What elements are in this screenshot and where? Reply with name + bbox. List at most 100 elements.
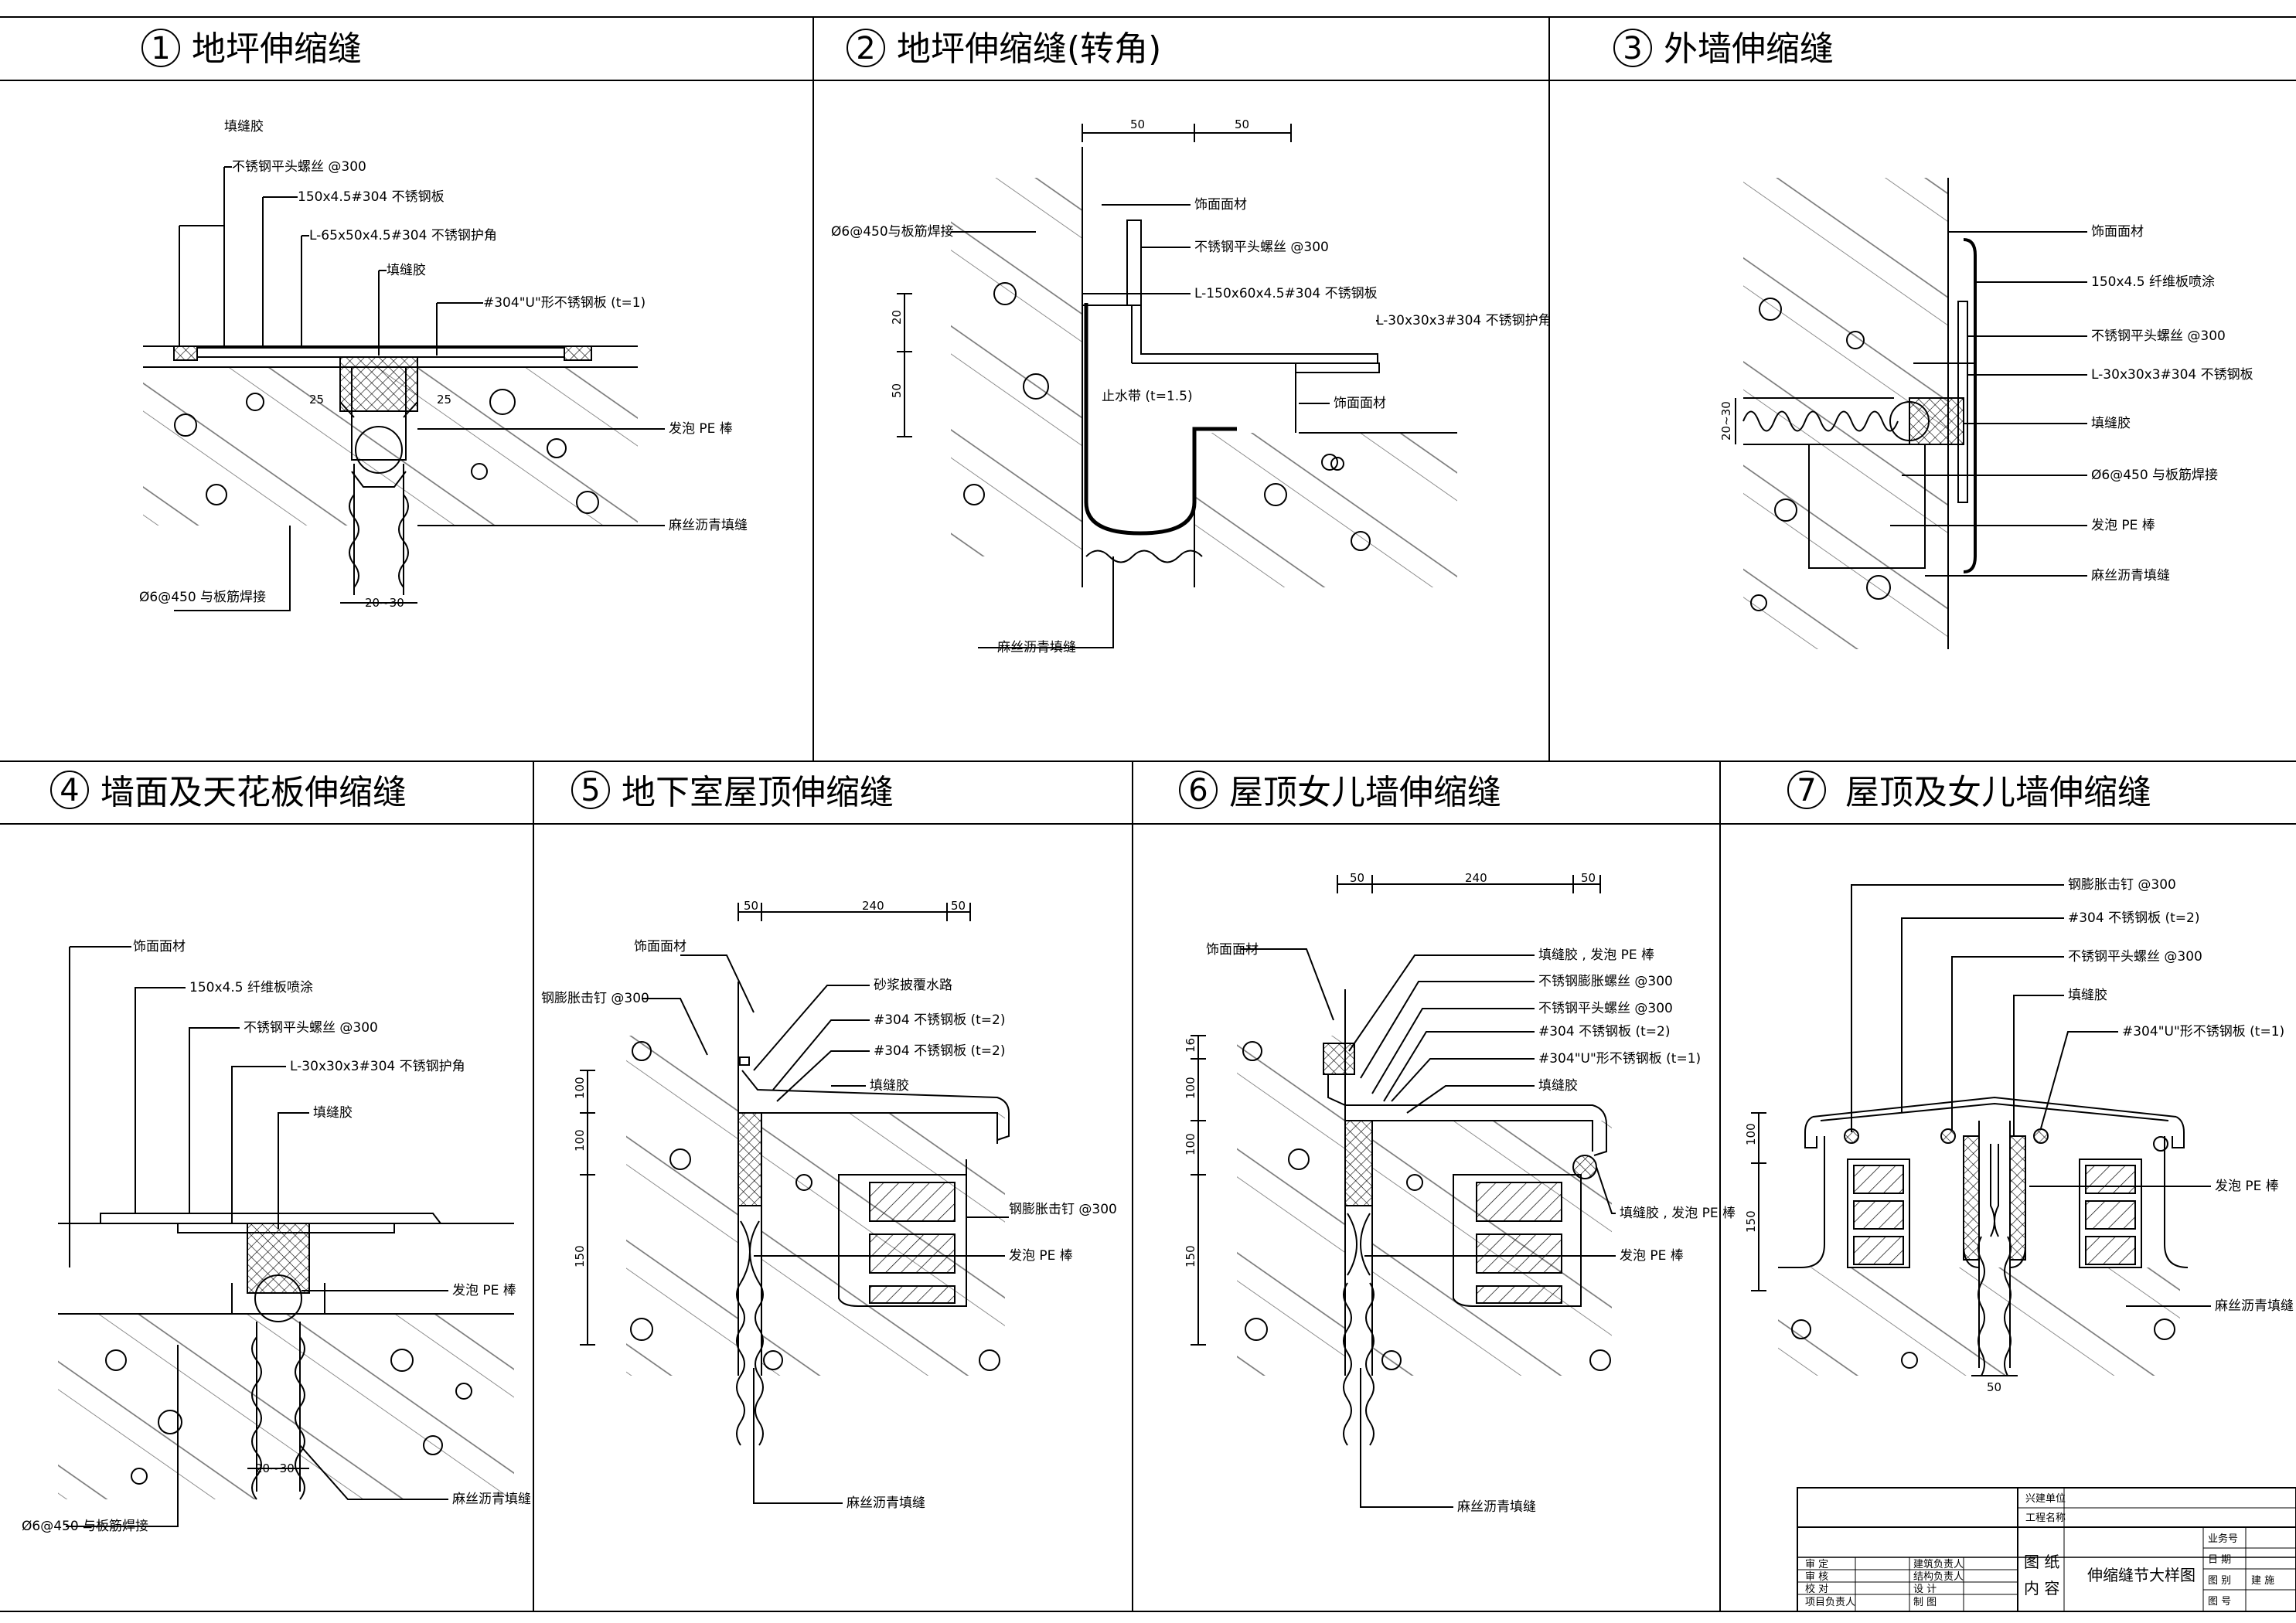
- svg-text:240: 240: [1465, 871, 1487, 885]
- detail-4-drawing: [58, 946, 514, 1527]
- svg-text:#304 不锈钢板 (t=2): #304 不锈钢板 (t=2): [874, 1043, 1006, 1059]
- svg-text:设 计: 设 计: [1913, 1584, 1937, 1595]
- svg-text:Ø6@450 与板筋焊接: Ø6@450 与板筋焊接: [139, 590, 266, 605]
- svg-text:50: 50: [1987, 1380, 2001, 1394]
- svg-text:1: 1: [151, 31, 170, 66]
- svg-text:填缝胶: 填缝胶: [870, 1078, 909, 1094]
- detail-3-drawing: [1735, 178, 2087, 649]
- svg-text:发泡 PE 棒: 发泡 PE 棒: [2091, 518, 2155, 533]
- svg-text:项目负责人: 项目负责人: [1805, 1597, 1855, 1608]
- svg-text:图 号: 图 号: [2208, 1596, 2231, 1608]
- svg-text:工程名称: 工程名称: [2025, 1512, 2066, 1524]
- svg-text:结构负责人: 结构负责人: [1913, 1571, 1964, 1583]
- svg-text:麻丝沥青填缝: 麻丝沥青填缝: [1457, 1499, 1536, 1515]
- svg-text:砂浆披覆水路: 砂浆披覆水路: [874, 978, 952, 993]
- panel-2-title: 2 地坪伸缩缝(转角): [847, 29, 1161, 69]
- svg-text:屋顶及女儿墙伸缩缝: 屋顶及女儿墙伸缩缝: [1845, 773, 2151, 812]
- panel-3-title: 3 外墙伸缩缝: [1613, 29, 1834, 69]
- svg-text:不锈钢平头螺丝 @300: 不锈钢平头螺丝 @300: [1194, 240, 1329, 255]
- panel-7-title: 7 屋顶及女儿墙伸缩缝: [1787, 771, 2151, 812]
- svg-text:麻丝沥青填缝: 麻丝沥青填缝: [2215, 1298, 2294, 1314]
- svg-text:外墙伸缩缝: 外墙伸缩缝: [1664, 29, 1834, 69]
- svg-text:20~30: 20~30: [1719, 401, 1733, 441]
- svg-text:50: 50: [951, 899, 966, 913]
- detail-1-drawing: [143, 166, 665, 611]
- svg-text:发泡 PE 棒: 发泡 PE 棒: [1009, 1248, 1073, 1264]
- svg-text:不锈钢平头螺丝 @300: 不锈钢平头螺丝 @300: [2091, 328, 2226, 344]
- svg-text:20~30: 20~30: [365, 596, 404, 610]
- svg-text:发泡 PE 棒: 发泡 PE 棒: [1620, 1248, 1684, 1264]
- detail-1-labels: 填缝胶 不锈钢平头螺丝 @300 150x4.5#304 不锈钢板 L-65x5…: [139, 119, 748, 610]
- svg-text:校 对: 校 对: [1805, 1583, 1828, 1595]
- svg-text:内 容: 内 容: [2024, 1579, 2059, 1597]
- svg-text:图 别: 图 别: [2208, 1575, 2231, 1587]
- svg-text:#304"U"形不锈钢板 (t=1): #304"U"形不锈钢板 (t=1): [483, 295, 646, 311]
- svg-text:20~30: 20~30: [255, 1461, 295, 1475]
- svg-text:6: 6: [1188, 773, 1208, 808]
- svg-text:麻丝沥青填缝: 麻丝沥青填缝: [669, 518, 748, 533]
- svg-text:50: 50: [890, 383, 904, 398]
- svg-text:填缝胶: 填缝胶: [2091, 416, 2131, 431]
- svg-text:地下室屋顶伸缩缝: 地下室屋顶伸缩缝: [622, 773, 894, 812]
- svg-text:#304 不锈钢板 (t=2): #304 不锈钢板 (t=2): [874, 1012, 1006, 1028]
- svg-text:150x4.5#304 不锈钢板: 150x4.5#304 不锈钢板: [298, 189, 445, 205]
- detail-4-labels: 饰面面材 150x4.5 纤维板喷涂 不锈钢平头螺丝 @300 L-30x30x…: [22, 939, 531, 1534]
- svg-text:发泡 PE 棒: 发泡 PE 棒: [669, 421, 733, 437]
- svg-text:240: 240: [862, 899, 884, 913]
- svg-text:钢膨胀击钉 @300: 钢膨胀击钉 @300: [541, 991, 649, 1006]
- svg-text:饰面面材: 饰面面材: [2091, 224, 2144, 240]
- svg-text:不锈钢平头螺丝 @300: 不锈钢平头螺丝 @300: [244, 1020, 378, 1036]
- svg-text:100: 100: [1184, 1133, 1197, 1155]
- svg-text:50: 50: [1581, 871, 1596, 885]
- svg-text:饰面面材: 饰面面材: [634, 939, 686, 954]
- svg-text:审 定: 审 定: [1805, 1559, 1828, 1570]
- svg-text:不锈钢平头螺丝 @300: 不锈钢平头螺丝 @300: [1538, 1001, 1673, 1016]
- panel-1-title: 1 地坪伸缩缝: [141, 29, 362, 69]
- svg-text:麻丝沥青填缝: 麻丝沥青填缝: [997, 640, 1076, 655]
- svg-text:麻丝沥青填缝: 麻丝沥青填缝: [2091, 568, 2170, 584]
- svg-text:50: 50: [1350, 871, 1364, 885]
- svg-text:#304"U"形不锈钢板 (t=1): #304"U"形不锈钢板 (t=1): [2122, 1024, 2284, 1039]
- svg-text:止水带 (t=1.5): 止水带 (t=1.5): [1102, 389, 1193, 404]
- svg-text:发泡 PE 棒: 发泡 PE 棒: [452, 1283, 516, 1298]
- svg-text:日 期: 日 期: [2208, 1554, 2231, 1566]
- svg-text:填缝胶: 填缝胶: [387, 263, 426, 278]
- svg-text:地坪伸缩缝(转角): 地坪伸缩缝(转角): [897, 29, 1161, 69]
- svg-text:150: 150: [1184, 1245, 1197, 1267]
- svg-text:Ø6@450 与板筋焊接: Ø6@450 与板筋焊接: [2091, 468, 2218, 483]
- svg-text:审 核: 审 核: [1805, 1571, 1828, 1583]
- detail-2-labels: 饰面面材 Ø6@450与板筋焊接 不锈钢平头螺丝 @300 L-150x60x4…: [831, 117, 1552, 655]
- svg-text:饰面面材: 饰面面材: [1334, 396, 1386, 411]
- svg-text:L-150x60x4.5#304 不锈钢板: L-150x60x4.5#304 不锈钢板: [1194, 286, 1378, 301]
- svg-text:50: 50: [1235, 117, 1249, 131]
- svg-text:L-30x30x3#304 不锈钢护角: L-30x30x3#304 不锈钢护角: [1376, 313, 1552, 328]
- svg-text:25: 25: [309, 393, 324, 407]
- svg-text:Ø6@450与板筋焊接: Ø6@450与板筋焊接: [831, 224, 954, 240]
- detail-6-drawing: [1191, 875, 1616, 1508]
- detail-3-labels: 饰面面材 150x4.5 纤维板喷涂 不锈钢平头螺丝 @300 L-30x30x…: [1719, 224, 2253, 584]
- svg-text:100: 100: [573, 1129, 587, 1152]
- svg-text:3: 3: [1623, 31, 1642, 66]
- detail-2-drawing: [897, 124, 1457, 648]
- svg-text:钢膨胀击钉 @300: 钢膨胀击钉 @300: [2068, 877, 2176, 893]
- svg-text:100: 100: [1184, 1077, 1197, 1099]
- svg-text:#304 不锈钢板 (t=2): #304 不锈钢板 (t=2): [2068, 910, 2200, 926]
- svg-text:麻丝沥青填缝: 麻丝沥青填缝: [847, 1495, 925, 1511]
- svg-text:制 图: 制 图: [1913, 1597, 1937, 1608]
- svg-text:填缝胶 , 发泡 PE 棒: 填缝胶 , 发泡 PE 棒: [1538, 948, 1654, 963]
- detail-7-labels: 钢膨胀击钉 @300 #304 不锈钢板 (t=2) 不锈钢平头螺丝 @300 …: [1744, 877, 2294, 1394]
- detail-7-drawing: [1751, 884, 2211, 1376]
- svg-text:100: 100: [1744, 1123, 1758, 1145]
- svg-text:饰面面材: 饰面面材: [1194, 197, 1247, 213]
- svg-text:150x4.5 纤维板喷涂: 150x4.5 纤维板喷涂: [189, 980, 313, 995]
- svg-text:填缝胶: 填缝胶: [313, 1105, 353, 1121]
- panel-grid: [0, 16, 2296, 1612]
- detail-5-drawing: [580, 903, 1010, 1504]
- panel-titles: 1 地坪伸缩缝 2 地坪伸缩缝(转角) 3 外墙伸缩缝 4 墙面及天花板伸缩缝 …: [50, 29, 2151, 812]
- svg-text:饰面面材: 饰面面材: [133, 939, 186, 954]
- svg-text:150: 150: [1744, 1210, 1758, 1233]
- svg-text:不锈钢平头螺丝 @300: 不锈钢平头螺丝 @300: [2068, 949, 2202, 965]
- svg-text:填缝胶: 填缝胶: [224, 119, 264, 134]
- title-block-text: 兴建单位 工程名称 图 纸 内 容 伸缩缝节大样图 审 定 审 核 校 对 项目…: [1805, 1493, 2274, 1608]
- svg-text:25: 25: [437, 393, 451, 407]
